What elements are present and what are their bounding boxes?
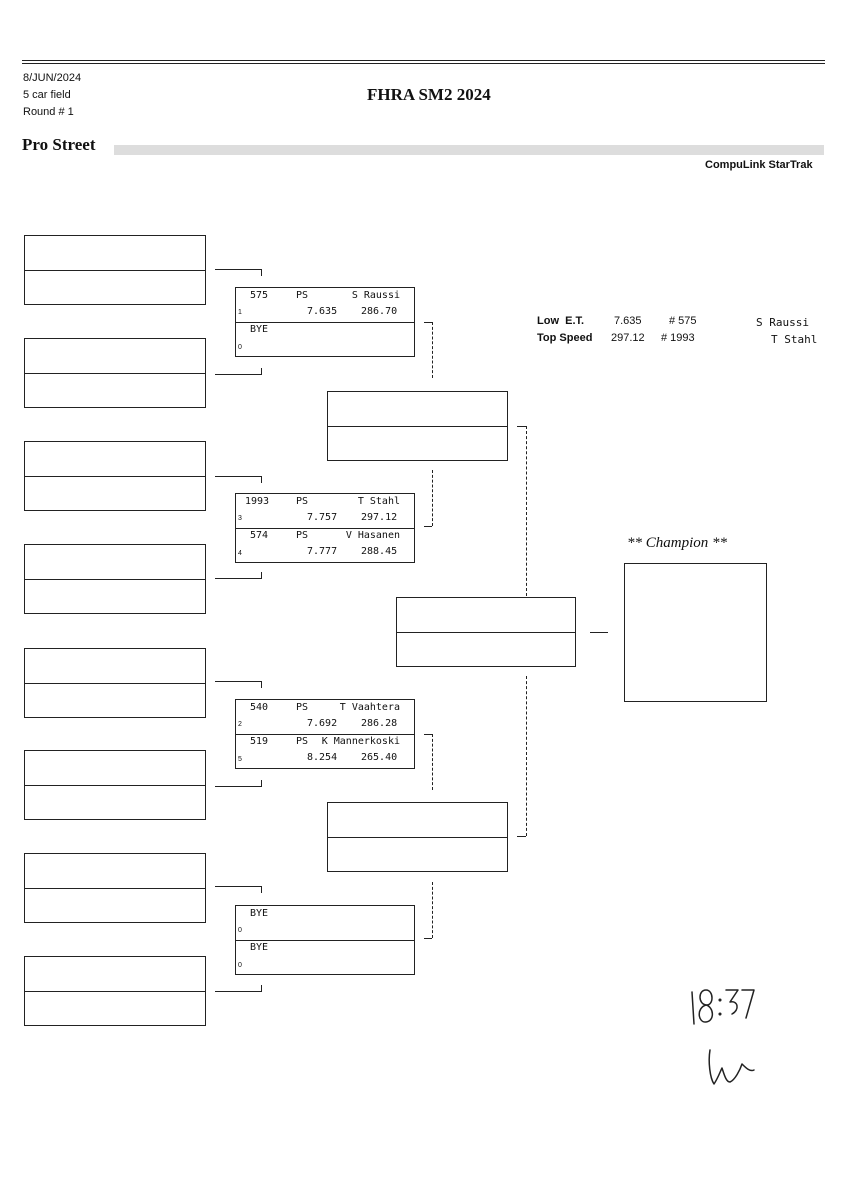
lane-number: 3 — [238, 515, 242, 522]
driver-name: T Stahl — [357, 496, 400, 507]
match-box-1: 575 PS S Raussi 1 7.635 286.70 BYE 0 — [235, 287, 415, 357]
lane-number: 0 — [238, 962, 242, 969]
match-box-3: 540 PS T Vaahtera 2 7.692 286.28 519 PS … — [235, 699, 415, 769]
bracket-connector — [215, 572, 262, 579]
bracket-connector — [526, 676, 527, 836]
driver-name: S Raussi — [351, 290, 400, 301]
header-info: 8/JUN/2024 5 car field Round # 1 — [23, 70, 81, 121]
elapsed-time: 8.254 — [307, 752, 338, 763]
car-number: 540 — [250, 702, 269, 713]
handwritten-time — [691, 989, 755, 1025]
bracket-connector — [517, 836, 526, 837]
car-class: PS — [296, 702, 309, 713]
bracket-connector — [215, 681, 262, 688]
car-class: PS — [296, 736, 309, 747]
match-box-2: 1993 PS T Stahl 3 7.757 297.12 574 PS V … — [235, 493, 415, 563]
speed-mph: 265.40 — [361, 752, 398, 763]
bracket-connector — [215, 780, 262, 787]
bracket-connector — [424, 938, 432, 939]
speed-mph: 288.45 — [361, 546, 398, 557]
car-number: 519 — [250, 736, 269, 747]
driver-name: K Mannerkoski — [321, 736, 400, 747]
bracket-slot — [24, 956, 206, 1026]
lane-number: 4 — [238, 550, 242, 557]
header-pattern-band — [114, 145, 824, 155]
car-number: BYE — [250, 942, 269, 953]
low-et-car: # 575 — [669, 315, 697, 327]
bracket-slot-final — [396, 597, 576, 667]
header-rule-top — [22, 60, 825, 61]
bracket-connector — [590, 632, 608, 633]
elapsed-time: 7.777 — [307, 546, 338, 557]
speed-mph: 286.70 — [361, 306, 398, 317]
bracket-slot — [24, 338, 206, 408]
event-date: 8/JUN/2024 — [23, 72, 82, 84]
champion-box — [624, 563, 767, 702]
top-speed-label: Top Speed — [537, 332, 593, 344]
field-size: 5 car field — [23, 89, 71, 101]
bracket-connector — [424, 322, 432, 323]
bracket-connector — [432, 470, 433, 526]
car-number: BYE — [250, 324, 269, 335]
car-number: 1993 — [245, 496, 270, 507]
bracket-connector — [215, 269, 262, 276]
handwritten-initials — [708, 1049, 755, 1085]
speed-mph: 286.28 — [361, 718, 398, 729]
bracket-connector — [432, 734, 433, 790]
lane-number: 0 — [238, 344, 242, 351]
car-number: 574 — [250, 530, 269, 541]
bracket-slot-round2 — [327, 391, 508, 461]
header-rule-second — [22, 63, 825, 64]
bracket-slot — [24, 648, 206, 718]
elapsed-time: 7.757 — [307, 512, 338, 523]
bracket-connector — [432, 882, 433, 938]
lane-number: 1 — [238, 309, 242, 316]
lane-number: 2 — [238, 721, 242, 728]
lane-number: 0 — [238, 927, 242, 934]
bracket-slot — [24, 544, 206, 614]
class-name: Pro Street — [22, 135, 96, 154]
car-class: PS — [296, 530, 309, 541]
lane-number: 5 — [238, 756, 242, 763]
brand-label: CompuLink StarTrak — [705, 159, 813, 171]
round-number: Round # 1 — [23, 106, 74, 118]
car-number: 575 — [250, 290, 269, 301]
bracket-connector — [424, 734, 432, 735]
driver-name: V Hasanen — [345, 530, 400, 541]
bracket-slot — [24, 441, 206, 511]
match-box-4: BYE 0 BYE 0 — [235, 905, 415, 975]
bracket-connector — [424, 526, 432, 527]
top-speed-car: # 1993 — [661, 332, 695, 344]
elapsed-time: 7.692 — [307, 718, 338, 729]
bracket-connector — [432, 322, 433, 378]
car-number: BYE — [250, 908, 269, 919]
bracket-connector — [215, 476, 262, 483]
bracket-connector — [215, 985, 262, 992]
champion-label: ** Champion ** — [627, 535, 728, 551]
low-et-value: 7.635 — [614, 315, 642, 327]
bracket-slot-round2 — [327, 802, 508, 872]
speed-mph: 297.12 — [361, 512, 398, 523]
bracket-connector — [215, 886, 262, 893]
bracket-slot — [24, 750, 206, 820]
elapsed-time: 7.635 — [307, 306, 338, 317]
bracket-slot — [24, 235, 206, 305]
low-et-label: Low E.T. — [537, 315, 585, 327]
event-title: FHRA SM2 2024 — [367, 85, 491, 104]
top-speed-value: 297.12 — [611, 332, 645, 344]
low-et-driver: S Raussi — [756, 316, 809, 329]
bracket-connector — [215, 368, 262, 375]
car-class: PS — [296, 290, 309, 301]
bracket-connector — [517, 426, 526, 427]
top-speed-driver: T Stahl — [771, 333, 818, 346]
bracket-connector — [526, 426, 527, 596]
car-class: PS — [296, 496, 309, 507]
driver-name: T Vaahtera — [339, 702, 400, 713]
bracket-slot — [24, 853, 206, 923]
